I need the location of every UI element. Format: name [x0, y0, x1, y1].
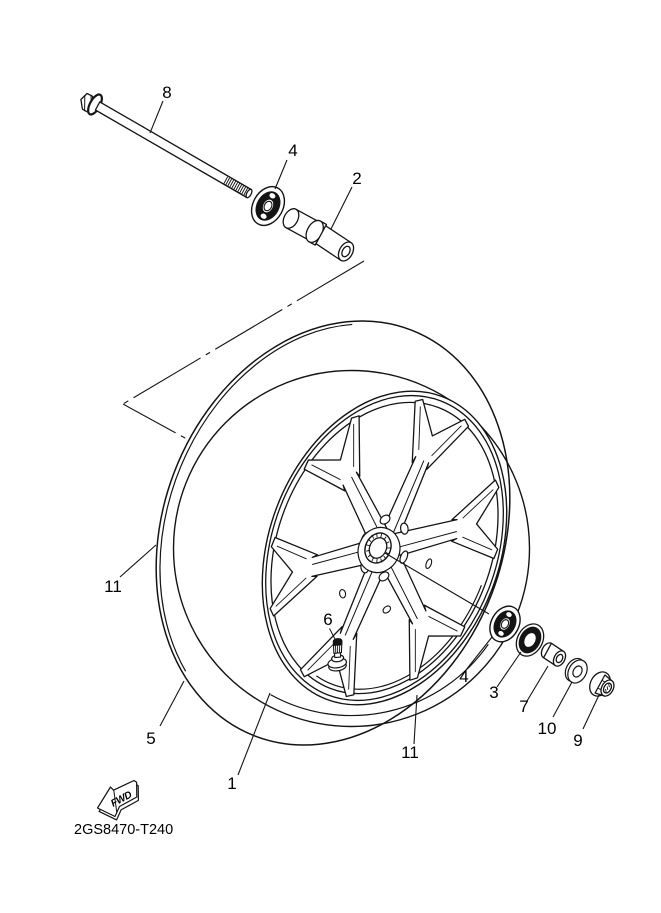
svg-text:11: 11 [401, 743, 419, 762]
svg-text:8: 8 [162, 83, 171, 102]
svg-text:3: 3 [489, 683, 498, 702]
svg-text:6: 6 [323, 610, 332, 629]
svg-text:4: 4 [288, 141, 297, 160]
svg-text:9: 9 [573, 731, 582, 750]
svg-text:1: 1 [227, 774, 236, 793]
svg-text:2: 2 [352, 169, 361, 188]
svg-text:2GS8470-T240: 2GS8470-T240 [74, 822, 173, 838]
svg-text:7: 7 [519, 697, 528, 716]
svg-text:4: 4 [459, 667, 468, 686]
svg-text:11: 11 [104, 577, 122, 596]
svg-text:10: 10 [538, 719, 557, 738]
svg-text:5: 5 [146, 729, 155, 748]
